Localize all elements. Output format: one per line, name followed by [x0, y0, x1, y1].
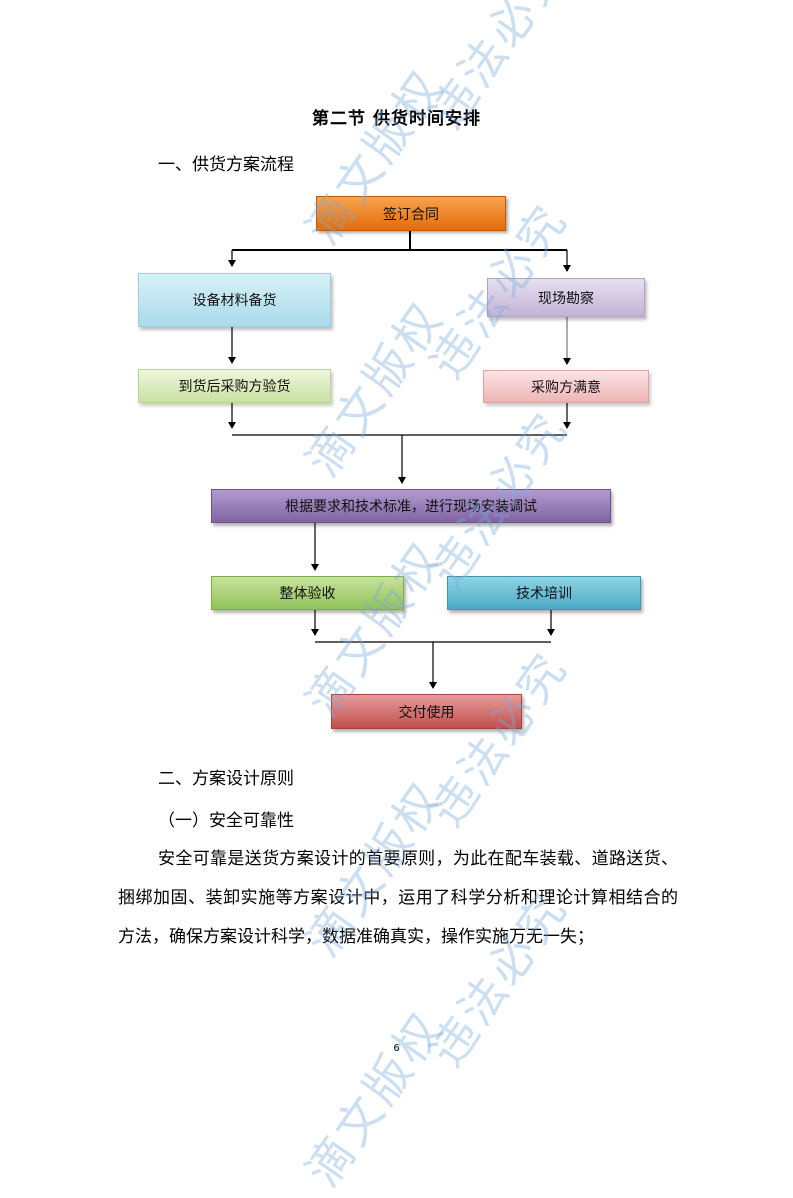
subsection-heading-safety: （一）安全可靠性: [158, 811, 294, 831]
flow-label-site-survey: 现场勘察: [538, 290, 594, 307]
flow-label-technical-training: 技术培训: [516, 586, 572, 602]
flow-box-install-debug: 根据要求和技术标准，进行现场安装调试: [211, 489, 611, 523]
flow-box-overall-acceptance: 整体验收: [211, 576, 404, 610]
flow-label-overall-acceptance: 整体验收: [279, 586, 336, 602]
flow-label-inspection: 到货后采购方验货: [178, 379, 291, 395]
page-number: 6: [393, 1043, 400, 1054]
flow-label-install-debug: 根据要求和技术标准，进行现场安装调试: [285, 499, 537, 515]
flow-box-inspection: 到货后采购方验货: [138, 369, 331, 403]
flow-box-technical-training: 技术培训: [447, 576, 641, 610]
flow-label-stock-materials: 设备材料备货: [192, 293, 277, 309]
flow-box-site-survey: 现场勘察: [487, 278, 645, 317]
flow-box-sign-contract: 签订合同: [316, 196, 506, 231]
flow-box-stock-materials: 设备材料备货: [138, 273, 331, 327]
flow-label-delivery-use: 交付使用: [398, 704, 455, 721]
flow-box-buyer-satisfied: 采购方满意: [483, 370, 649, 403]
flow-box-delivery-use: 交付使用: [331, 694, 522, 729]
section-heading-flow: 一、供货方案流程: [158, 155, 294, 175]
body-paragraph: 安全可靠是送货方案设计的首要原则，为此在配车装载、道路送货、捆绑加固、装卸实施等…: [118, 849, 678, 947]
flowchart-connectors: [228, 231, 571, 689]
flow-label-buyer-satisfied: 采购方满意: [531, 379, 601, 396]
flow-label-sign-contract: 签订合同: [383, 206, 439, 223]
section-heading-principles: 二、方案设计原则: [158, 769, 294, 789]
page-title: 第二节 供货时间安排: [312, 109, 481, 129]
